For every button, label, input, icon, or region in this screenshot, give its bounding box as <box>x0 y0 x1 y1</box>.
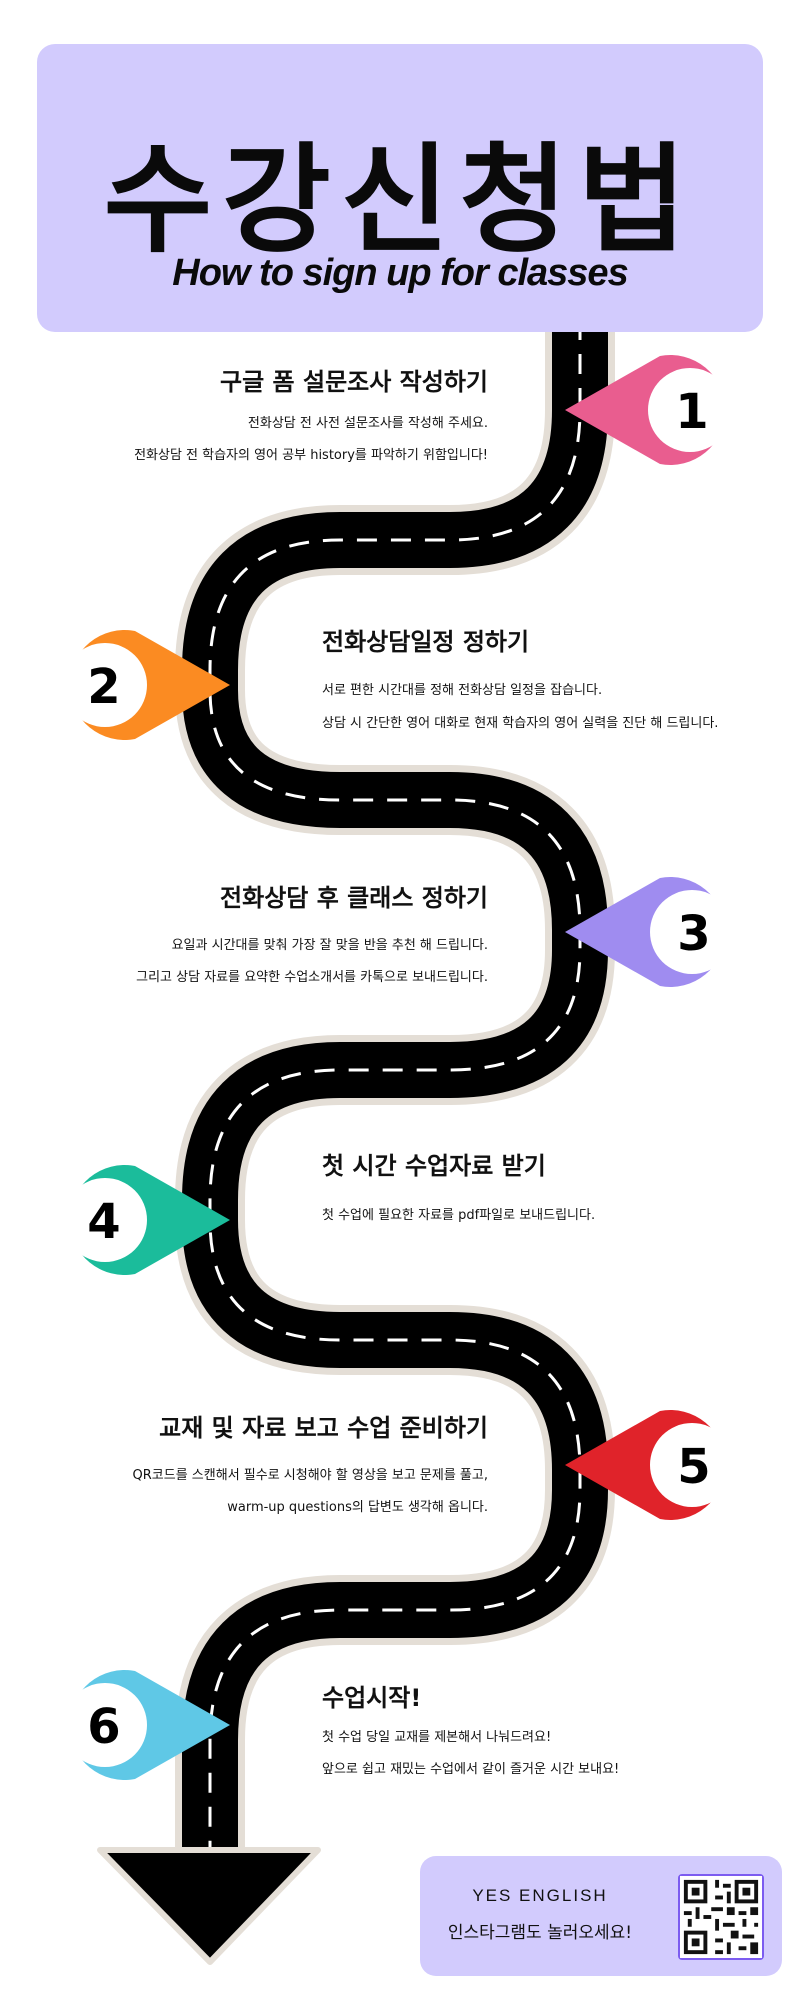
step-1-line-2: 전화상담 전 학습자의 영어 공부 history를 파악하기 위함입니다! <box>134 448 488 463</box>
pin-number-6: 6 <box>87 1699 120 1755</box>
header-banner: 수강신청법 How to sign up for classes <box>37 44 763 332</box>
qr-code-icon[interactable] <box>678 1874 764 1960</box>
step-2-line-2: 상담 시 간단한 영어 대화로 현재 학습자의 영어 실력을 진단 해 드립니다… <box>322 716 719 731</box>
footer-card: YES ENGLISH 인스타그램도 놀러오세요! <box>420 1856 782 1976</box>
pin-number-3: 3 <box>677 906 710 962</box>
step-6-title: 수업시작! <box>322 1684 422 1712</box>
page-subtitle: How to sign up for classes <box>172 252 628 294</box>
step-2-line-1: 서로 편한 시간대를 정해 전화상담 일정을 잡습니다. <box>322 683 603 698</box>
step-2-title: 전화상담일정 정하기 <box>322 628 530 656</box>
step-4-title: 첫 시간 수업자료 받기 <box>322 1152 546 1180</box>
pin-number-5: 5 <box>677 1439 710 1495</box>
pin-1 <box>565 354 732 465</box>
pin-3 <box>565 877 734 987</box>
step-5-line-2: warm-up questions의 답변도 생각해 옵니다. <box>227 1500 488 1515</box>
road-arrow-head <box>97 1847 321 1965</box>
step-5-title: 교재 및 자료 보고 수업 준비하기 <box>159 1414 488 1442</box>
step-1-line-1: 전화상담 전 사전 설문조사를 작성해 주세요. <box>247 416 488 431</box>
qr-code-graphic <box>680 1876 762 1958</box>
step-5-line-1: QR코드를 스캔해서 필수로 시청해야 할 영상을 보고 문제를 풀고, <box>132 1468 488 1483</box>
pin-4 <box>63 1164 230 1275</box>
step-4-line-1: 첫 수업에 필요한 자료를 pdf파일로 보내드립니다. <box>322 1208 596 1223</box>
step-3-title: 전화상담 후 클래스 정하기 <box>220 884 488 912</box>
instagram-invite: 인스타그램도 놀러오세요! <box>447 1923 633 1943</box>
step-3-line-1: 요일과 시간대를 맞춰 가장 잘 맞을 반을 추천 해 드립니다. <box>171 938 488 953</box>
pin-number-2: 2 <box>87 659 120 715</box>
pin-6 <box>63 1670 230 1780</box>
brand-name: YES ENGLISH <box>472 1886 608 1905</box>
step-3-line-2: 그리고 상담 자료를 요약한 수업소개서를 카톡으로 보내드립니다. <box>136 970 488 985</box>
page-title: 수강신청법 <box>103 131 697 269</box>
pin-number-1: 1 <box>675 384 708 440</box>
step-1-title: 구글 폼 설문조사 작성하기 <box>220 368 488 396</box>
pin-2 <box>63 630 230 741</box>
pin-5 <box>565 1410 734 1520</box>
step-6-line-1: 첫 수업 당일 교재를 제본해서 나눠드려요! <box>322 1730 552 1745</box>
step-6-line-2: 앞으로 쉽고 재밌는 수업에서 같이 즐거운 시간 보내요! <box>322 1762 620 1777</box>
pin-number-4: 4 <box>87 1194 120 1250</box>
